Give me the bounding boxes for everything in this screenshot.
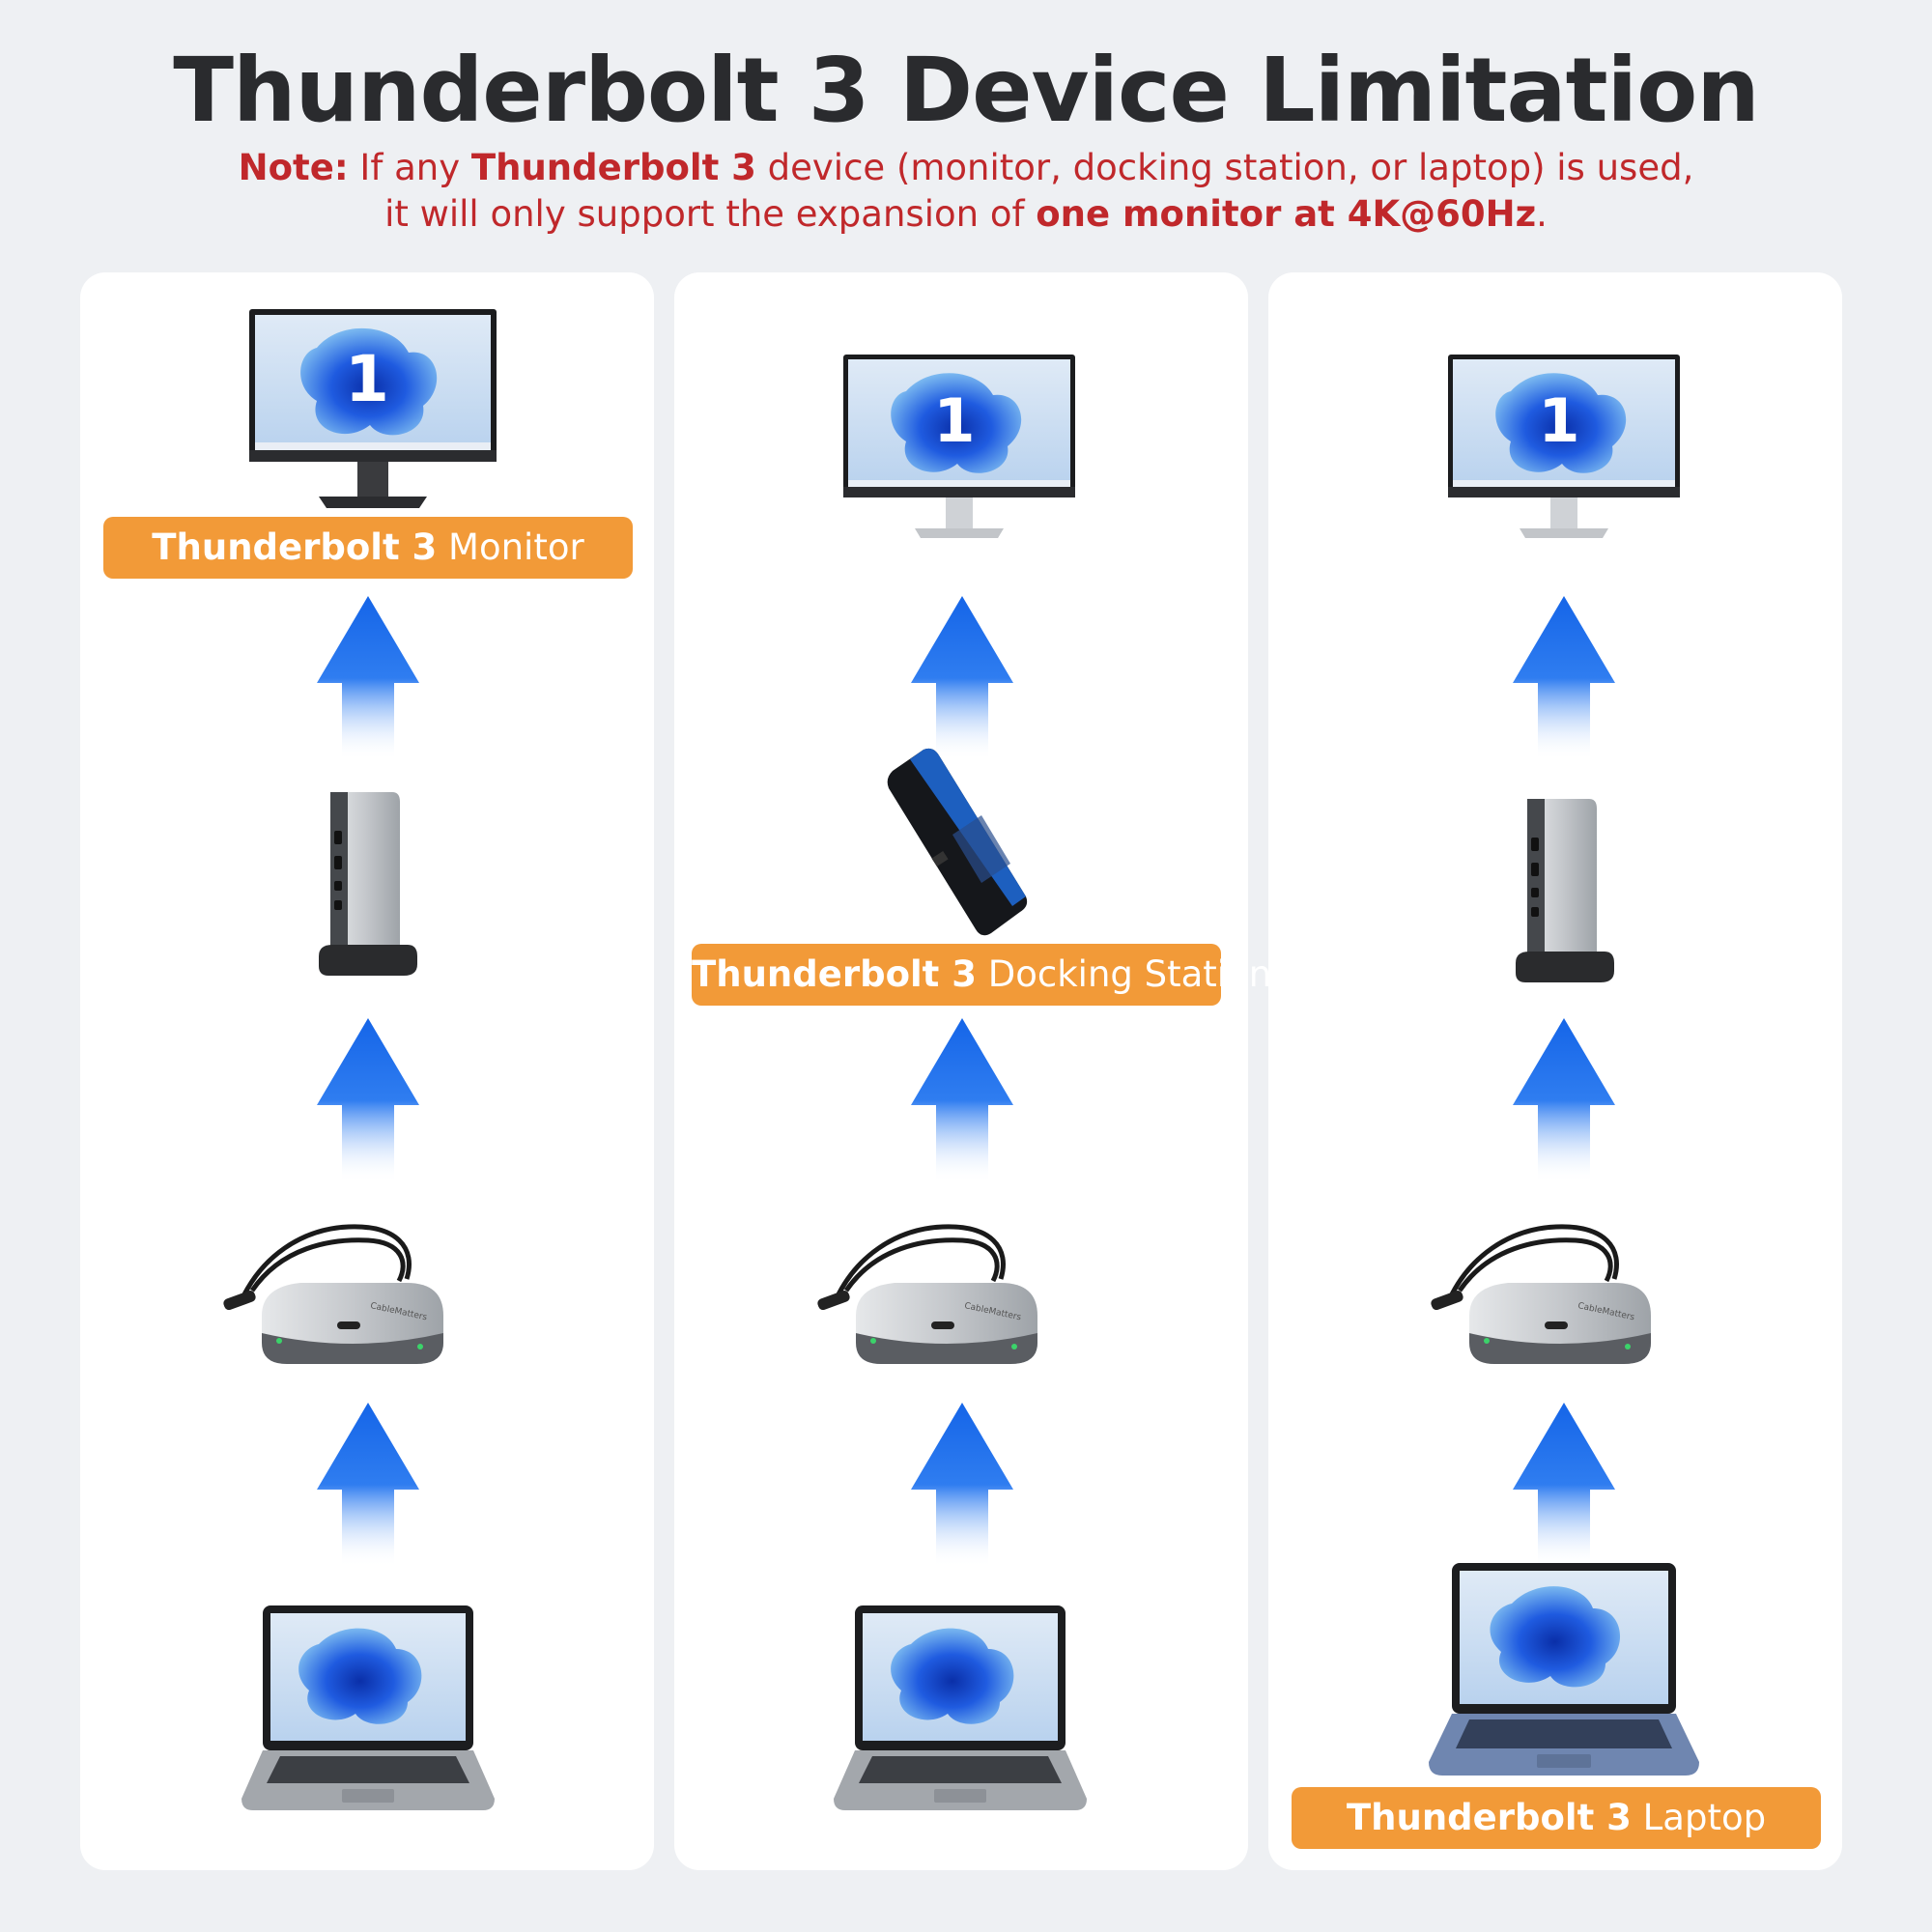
monitor-icon: 1 — [1448, 355, 1680, 538]
monitor-device: 1 — [1448, 355, 1680, 538]
vertical-dock-device — [1514, 799, 1614, 982]
laptop-icon — [834, 1605, 1087, 1810]
monitor-number: 1 — [1538, 385, 1579, 456]
arrow-up-icon — [909, 1403, 1015, 1567]
panel-thunderbolt-docking-station: 1 Thunderbolt 3 Docking Station — [674, 272, 1271, 1870]
page-title: Thunderbolt 3 Device Limitation — [173, 39, 1760, 142]
note-line2-b: . — [1536, 193, 1548, 235]
monitor-device: 1 — [843, 355, 1075, 538]
label-bold: Thunderbolt 3 — [692, 953, 977, 995]
monitor-number: 1 — [345, 342, 389, 416]
note-prefix: Note: — [238, 147, 349, 188]
usb-c-hub-device: CableMatters — [1431, 1219, 1655, 1368]
arrow-up-icon — [1511, 1018, 1617, 1182]
laptop-device — [834, 1605, 1087, 1810]
arrow-up-icon — [315, 1018, 421, 1182]
note-line-1: Note: If any Thunderbolt 3 device (monit… — [0, 145, 1932, 191]
arrow-up-icon — [315, 596, 421, 760]
vertical-dock-icon — [1516, 799, 1614, 982]
usb-c-hub-device: CableMatters — [817, 1219, 1041, 1368]
note-line-2: it will only support the expansion of on… — [0, 191, 1932, 238]
arrow-up-icon — [909, 1018, 1015, 1182]
usb-c-hub-icon: CableMatters — [223, 1224, 443, 1364]
note-line1-a: If any — [348, 147, 471, 188]
usb-c-hub-device: CableMatters — [223, 1219, 447, 1368]
panel-thunderbolt-laptop: 1 CableM — [1268, 272, 1842, 1870]
label-thunderbolt-laptop: Thunderbolt 3 Laptop — [1292, 1787, 1821, 1849]
label-thunderbolt-monitor: Thunderbolt 3 Monitor — [103, 517, 633, 579]
laptop-icon — [1429, 1563, 1699, 1776]
arrow-up-icon — [909, 596, 1015, 760]
label-bold: Thunderbolt 3 — [1346, 1797, 1632, 1838]
label-rest: Docking Station — [977, 953, 1272, 995]
arrow-up-icon — [1511, 596, 1617, 760]
label-rest: Laptop — [1631, 1797, 1767, 1838]
thunderbolt-laptop-device — [1429, 1563, 1699, 1776]
monitor-icon: 1 — [249, 309, 497, 508]
monitor-icon: 1 — [843, 355, 1075, 538]
usb-c-hub-icon: CableMatters — [817, 1224, 1037, 1364]
note-text: Note: If any Thunderbolt 3 device (monit… — [0, 145, 1932, 238]
label-thunderbolt-docking-station: Thunderbolt 3 Docking Station — [692, 944, 1271, 1006]
laptop-icon — [242, 1605, 495, 1810]
note-line1-b: device (monitor, docking station, or lap… — [755, 147, 1694, 188]
vertical-dock-device — [317, 792, 417, 976]
laptop-device — [242, 1605, 495, 1810]
monitor-number: 1 — [933, 385, 975, 456]
label-rest: Monitor — [437, 526, 584, 568]
docking-station-icon — [887, 748, 1028, 936]
usb-c-hub-icon: CableMatters — [1431, 1224, 1651, 1364]
monitor-device: 1 — [249, 309, 497, 508]
arrow-up-icon — [1511, 1403, 1617, 1567]
note-line2-bold: one monitor at 4K@60Hz — [1036, 193, 1537, 235]
panel-thunderbolt-monitor: 1 Thunderbolt 3 Monitor — [80, 272, 654, 1870]
note-line1-bold: Thunderbolt 3 — [470, 147, 756, 188]
label-bold: Thunderbolt 3 — [152, 526, 438, 568]
docking-station-device — [885, 748, 1030, 937]
note-line2-a: it will only support the expansion of — [384, 193, 1037, 235]
vertical-dock-icon — [319, 792, 417, 976]
arrow-up-icon — [315, 1403, 421, 1567]
